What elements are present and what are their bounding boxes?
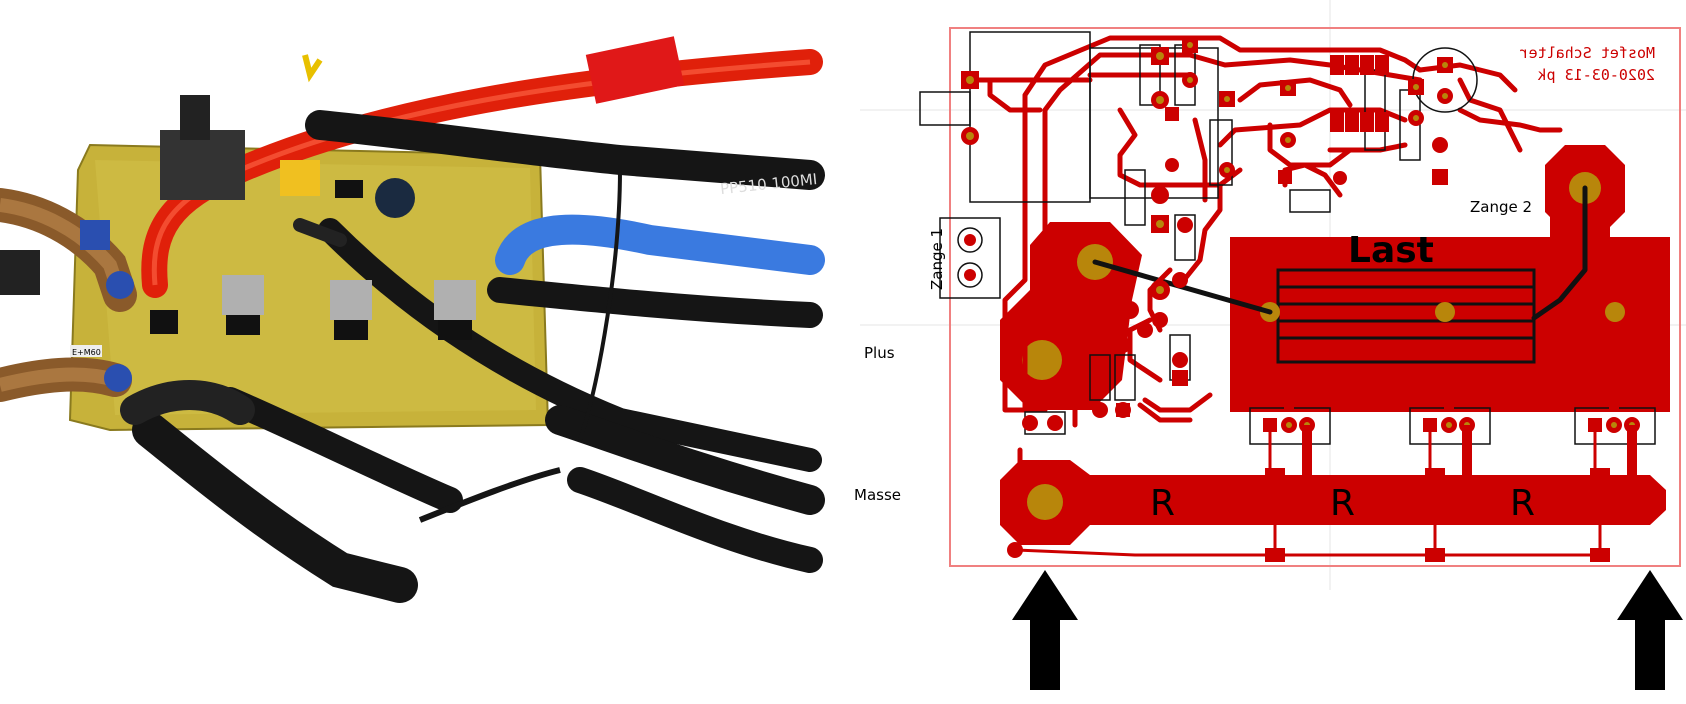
label-last: Last <box>1348 230 1434 271</box>
label-zange2: Zange 2 <box>1470 198 1532 216</box>
mosfet-drain-traces <box>1284 378 1637 478</box>
masse-pad-hole <box>1027 484 1063 520</box>
probe-cable-1 <box>305 110 825 190</box>
mosfet-3 <box>434 280 476 340</box>
resistor-label-1: R <box>1150 483 1175 524</box>
resistor-label-2: R <box>1330 483 1355 524</box>
label-masse: Masse <box>854 486 901 504</box>
arrow-up-right <box>1617 570 1683 690</box>
label-zange1: Zange 1 <box>928 228 946 290</box>
probe-cable-blue <box>495 214 825 275</box>
pcb-title-line1: Mosfet Schalter <box>1520 44 1655 62</box>
plus-copper-pad <box>1000 222 1142 410</box>
terminal-block <box>80 220 110 250</box>
pcb-title-line2: 2020-03-13 pk <box>1538 66 1655 84</box>
resistor-label-3: R <box>1510 483 1535 524</box>
yellow-capacitor <box>280 160 320 196</box>
probe-cable-2 <box>487 277 823 328</box>
probe-cable-3 <box>318 218 822 472</box>
arrow-up-left <box>1012 570 1078 690</box>
mosfet-2 <box>330 280 372 340</box>
electrolytic-capacitor <box>375 178 415 218</box>
zange1-terminal <box>957 227 983 288</box>
jumper-wire-2 <box>1531 185 1588 321</box>
masse-copper-bar <box>1000 460 1666 545</box>
label-plus: Plus <box>864 344 895 362</box>
board-photo: PP510 100MI E+M60 <box>0 0 825 603</box>
pcb-layout: Mosfet Schalter 2020-03-13 pk Zange 1 Za… <box>854 0 1686 690</box>
board-outline <box>949 27 1681 567</box>
mosfet-1 <box>222 275 264 335</box>
board-label: E+M60 <box>72 348 101 357</box>
potentiometer <box>160 130 245 200</box>
bottom-trace <box>1014 548 1600 557</box>
